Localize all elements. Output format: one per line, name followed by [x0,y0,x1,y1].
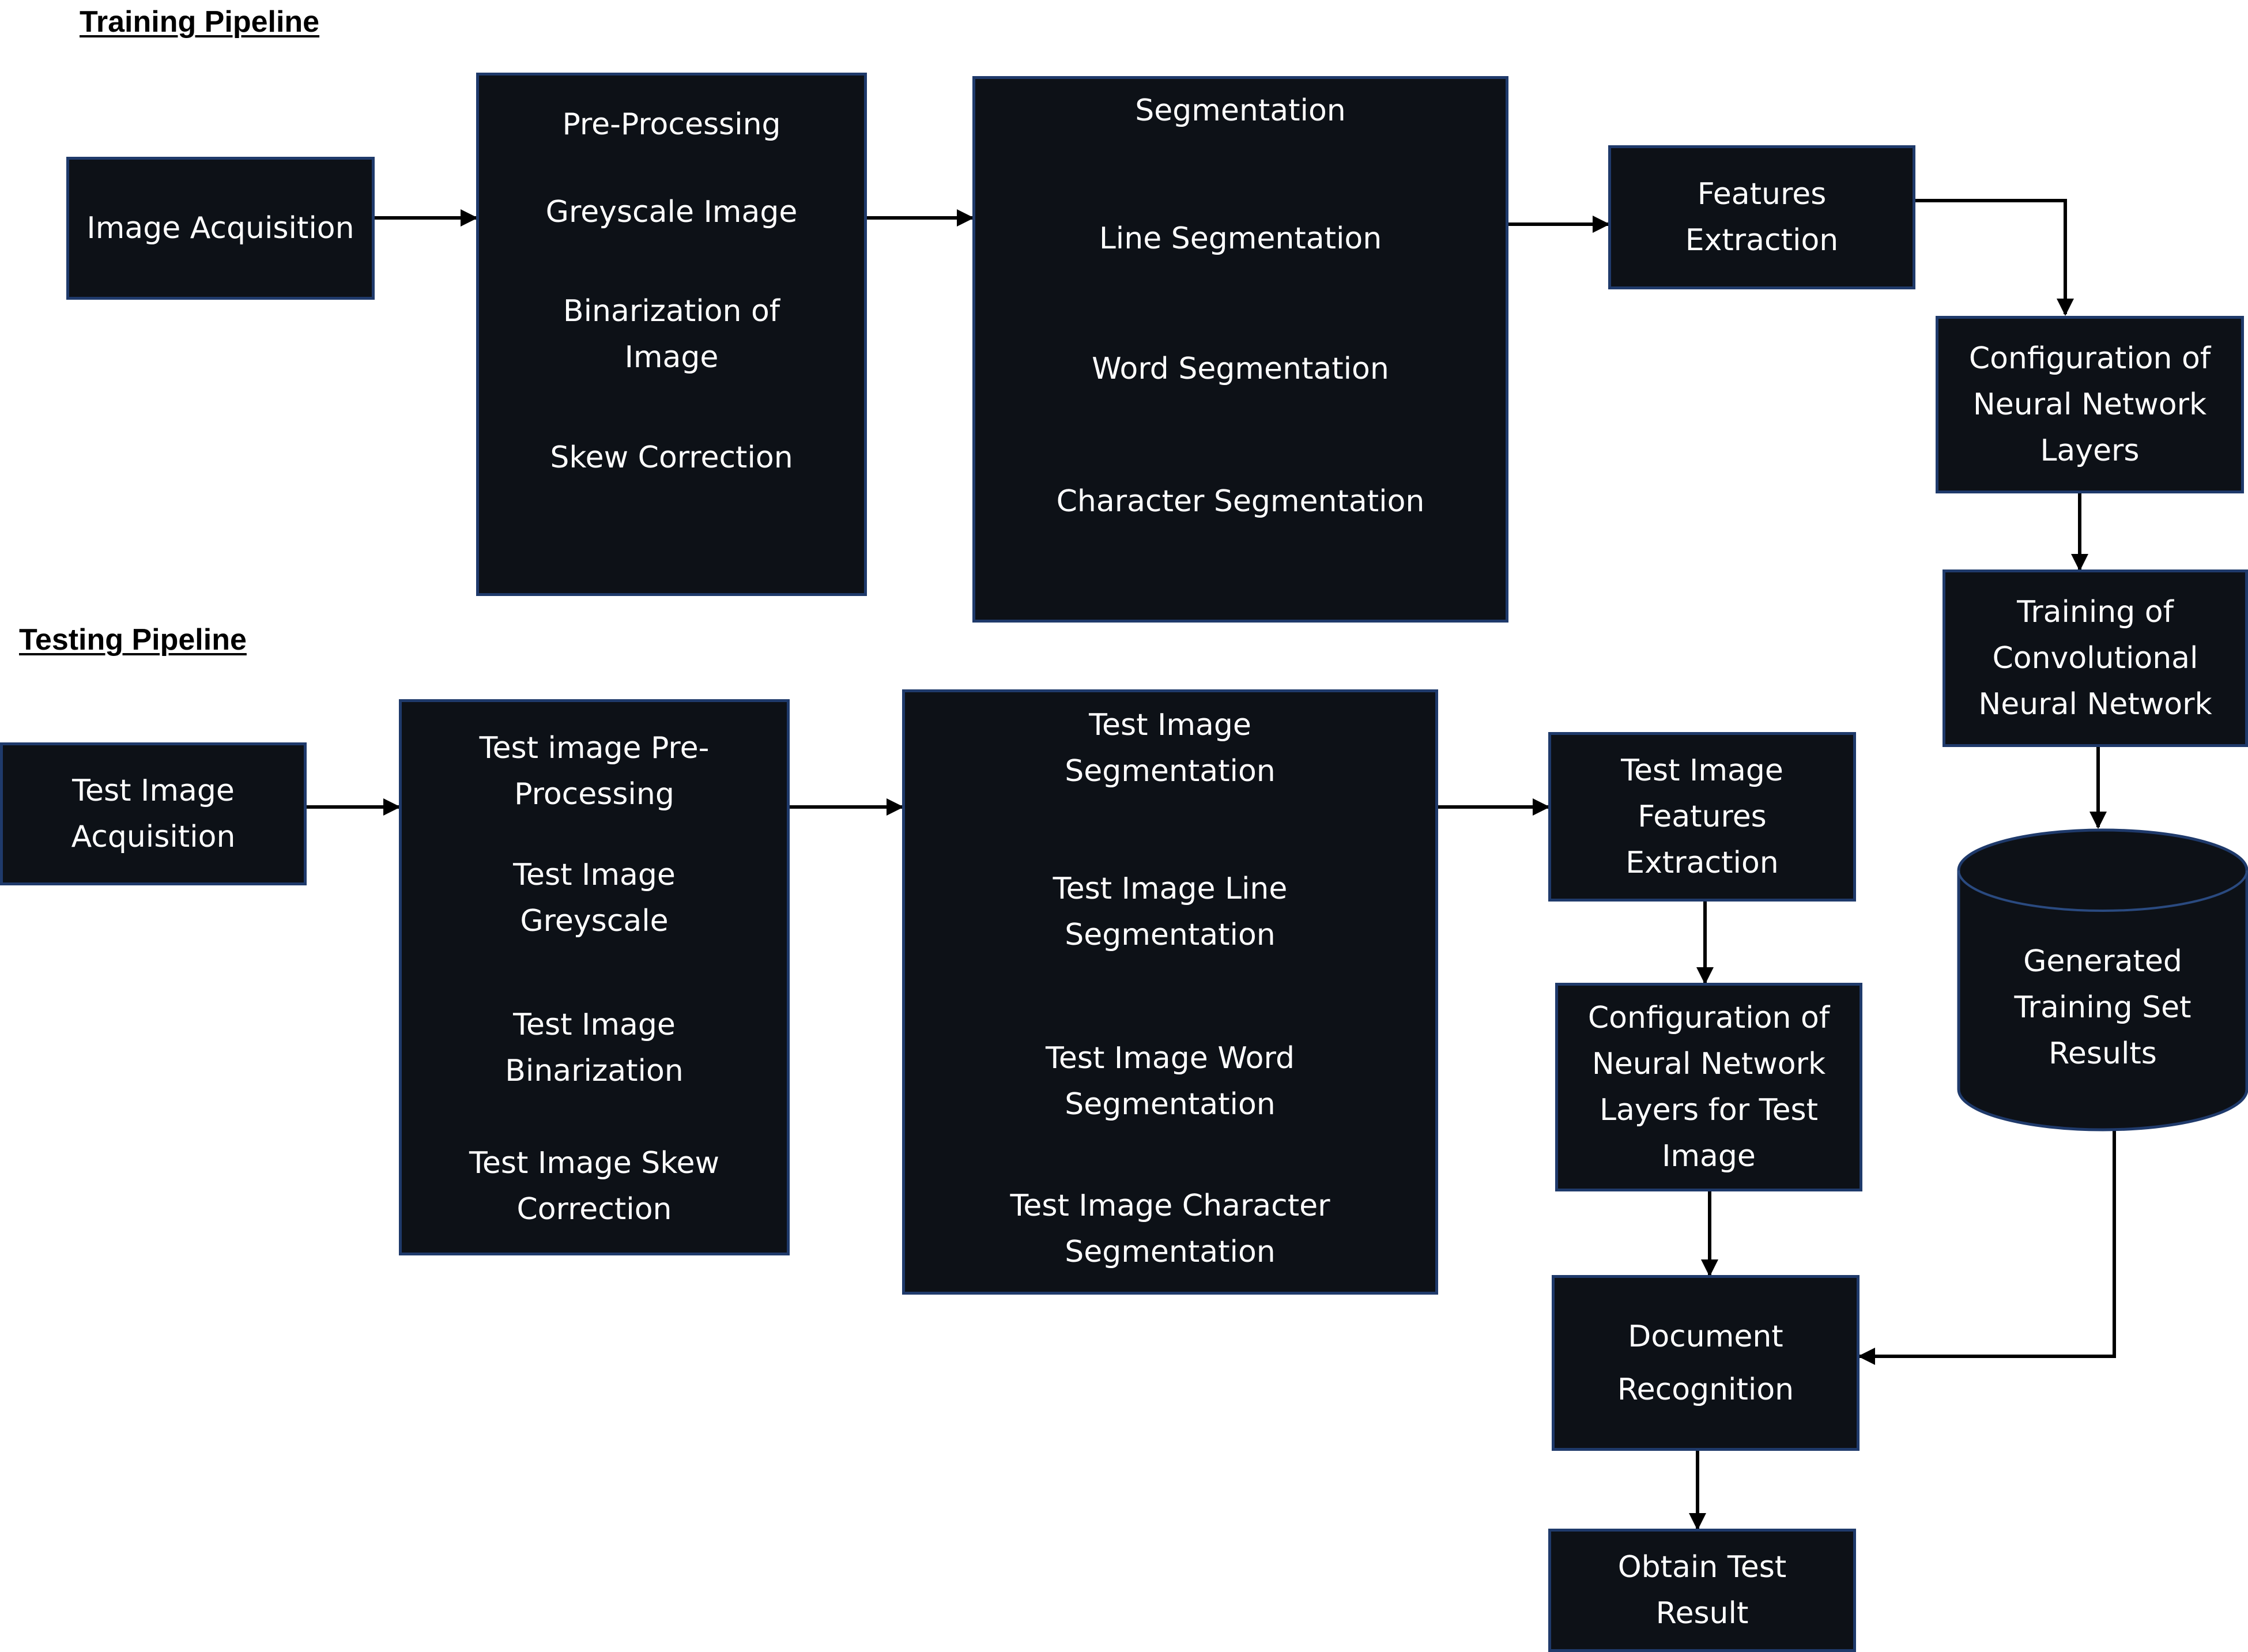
test-image-acquisition-label: Test Image Acquisition [71,774,236,854]
segmentation-group [972,76,1508,623]
training-pipeline-title: Training Pipeline [80,5,320,39]
preprocessing-header: Pre-Processing [562,107,781,142]
test-word-segmentation-step: Test Image Word Segmentation [1046,1041,1295,1122]
test-segmentation-header: Test Image Segmentation [1065,708,1276,789]
training-cnn-label: Training of Convolutional Neural Network [1978,595,2212,722]
training-cnn-box: Training of Convolutional Neural Network [1943,569,2248,747]
test-features-extraction-label: Test Image Features Extraction [1621,753,1783,880]
training-set-label: Generated Training Set Results [2014,944,2192,1071]
document-recognition-box: Document Recognition [1552,1275,1859,1451]
image-acquisition-label: Image Acquisition [86,211,354,246]
skew-correction-step: Skew Correction [550,440,793,475]
testing-pipeline-title: Testing Pipeline [19,623,247,657]
test-config-nn-label: Configuration of Neural Network Layers f… [1587,1001,1830,1174]
test-image-acquisition-box: Test Image Acquisition [0,742,307,885]
test-line-segmentation-step: Test Image Line Segmentation [1053,872,1288,952]
test-features-extraction-box: Test Image Features Extraction [1548,732,1856,902]
config-nn-label: Configuration of Neural Network Layers [1968,341,2211,468]
test-segmentation-group [902,689,1438,1295]
test-skew-correction-step: Test Image Skew Correction [469,1146,720,1227]
character-segmentation-step: Character Segmentation [1056,484,1425,519]
arrow-set-to-recog [1858,1130,2116,1365]
features-extraction-box: Features Extraction [1608,145,1915,289]
greyscale-image-step: Greyscale Image [545,195,798,229]
features-extraction-label: Features Extraction [1685,177,1839,258]
preprocessing-group [476,73,867,596]
test-character-segmentation-step: Test Image Character Segmentation [1010,1189,1330,1269]
arrow-features-to-config [1915,199,2074,316]
binarization-step: Binarization of Image [563,294,780,375]
segmentation-header: Segmentation [1135,93,1346,128]
test-preprocessing-group [399,699,790,1255]
word-segmentation-step: Word Segmentation [1092,352,1389,386]
test-config-nn-box: Configuration of Neural Network Layers f… [1555,983,1862,1191]
document-recognition-label: Document Recognition [1617,1319,1794,1407]
image-acquisition-box: Image Acquisition [66,157,375,300]
line-segmentation-step: Line Segmentation [1099,221,1382,256]
obtain-test-result-label: Obtain Test Result [1617,1550,1787,1631]
test-greyscale-step: Test Image Greyscale [513,858,676,938]
test-preprocessing-header: Test image Pre- Processing [479,731,710,812]
test-binarization-step: Test Image Binarization [505,1008,684,1088]
config-nn-box: Configuration of Neural Network Layers [1936,316,2244,493]
obtain-test-result-box: Obtain Test Result [1548,1529,1856,1652]
